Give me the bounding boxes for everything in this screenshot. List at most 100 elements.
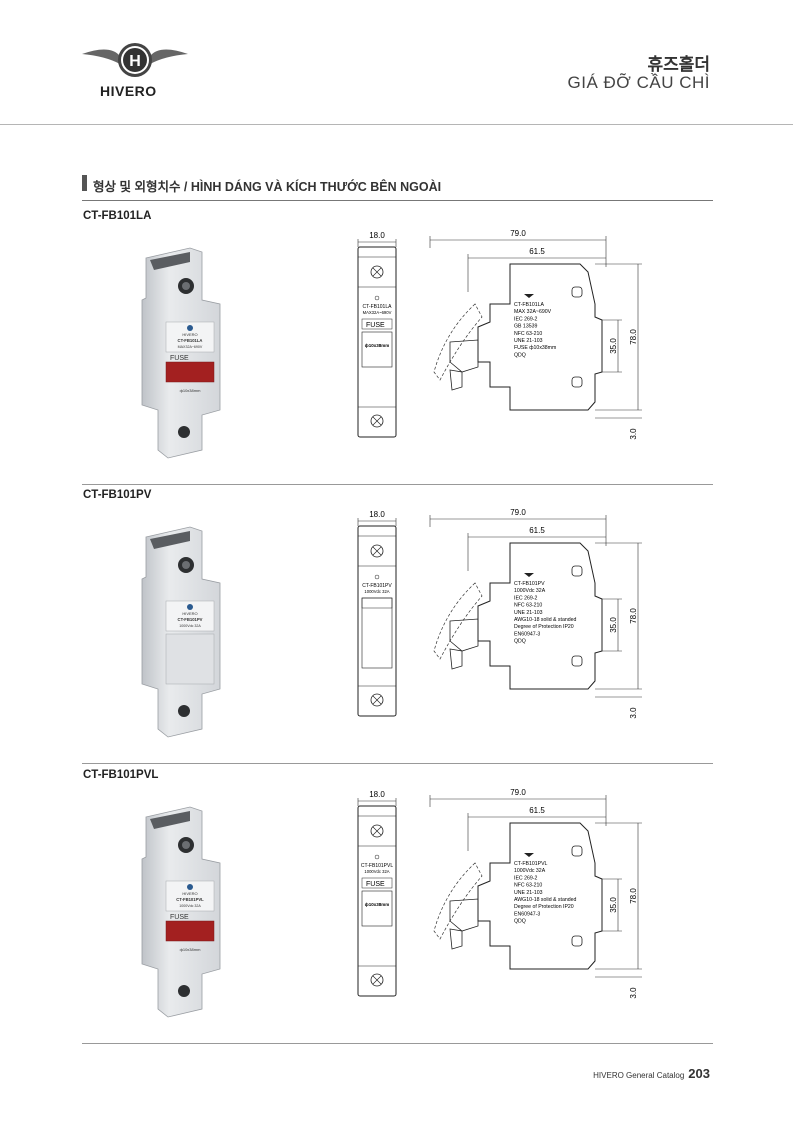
- dim-bottom: 3.0: [629, 707, 638, 719]
- model-name: CT-FB101PVL: [83, 769, 159, 781]
- side-label-line: QDQ: [514, 919, 526, 925]
- side-label-line: IEC 269-2: [514, 316, 537, 322]
- side-label-line: IEC 269-2: [514, 875, 537, 881]
- logo-letter: H: [129, 53, 141, 70]
- fuse-window: [165, 920, 215, 942]
- side-label-line: CT-FB101LA: [514, 302, 545, 308]
- front-fuse: FUSE: [366, 322, 385, 329]
- bottom-screw: [370, 973, 384, 987]
- dimension-drawing: 18.0 CT-FB101PVL 1000Vdc 32A FUSE ф10x38…: [357, 788, 642, 999]
- page-title-ko: 휴즈홀더: [647, 55, 710, 74]
- side-label-line: IEC 269-2: [514, 595, 537, 601]
- dim-height: 78.0: [629, 608, 638, 624]
- dim-depth-total: 79.0: [510, 508, 526, 517]
- dim-depth-inner: 61.5: [529, 247, 545, 256]
- front-label-2: MAX32A~690V: [363, 310, 392, 315]
- product-photo: HIVERO CT-FB101LA MAX32A~690V FUSE ф10x3…: [141, 247, 221, 459]
- dim-depth-inner: 61.5: [529, 526, 545, 535]
- front-fuse: FUSE: [366, 881, 385, 888]
- side-label-line: QDQ: [514, 352, 526, 358]
- fuse-door: [361, 597, 393, 669]
- side-label-line: EN60947-3: [514, 631, 540, 637]
- photo-fuse: FUSE: [170, 914, 189, 921]
- dim-width: 18.0: [369, 231, 385, 240]
- photo-label-1: CT-FB101PVL: [176, 897, 204, 902]
- dim-height: 78.0: [629, 329, 638, 345]
- side-label-line: 1000Vdc 32A: [514, 588, 546, 594]
- top-screw: [370, 544, 384, 558]
- header-divider: [0, 124, 793, 125]
- side-label-line: FUSE ф10x38mm: [514, 345, 556, 351]
- side-label-line: Degree of Protection IP20: [514, 624, 574, 630]
- photo-brand: HIVERO: [182, 611, 197, 616]
- photo-label-2: MAX32A~690V: [178, 345, 203, 349]
- photo-brand: HIVERO: [182, 891, 197, 896]
- photo-size: ф10x38mm: [180, 388, 202, 393]
- side-label-line: EN60947-3: [514, 911, 540, 917]
- section-title: 형상 및 외형치수 / HÌNH DÁNG VÀ KÍCH THƯỚC BÊN …: [93, 180, 442, 194]
- front-label-1: CT-FB101PVL: [361, 863, 393, 869]
- side-label-line: QDQ: [514, 639, 526, 645]
- top-screw: [370, 824, 384, 838]
- catalog-name: HIVERO General Catalog: [593, 1071, 685, 1080]
- photo-brand: HIVERO: [182, 332, 197, 337]
- product-photo: HIVERO CT-FB101PVL 1000Vdc 32A FUSE ф10x…: [141, 806, 221, 1018]
- brand-name: HIVERO: [100, 83, 157, 99]
- block-divider: [82, 763, 713, 764]
- side-label-line: UNE 21-103: [514, 338, 543, 344]
- side-label-line: UNE 21-103: [514, 890, 543, 896]
- section-divider: [82, 200, 713, 201]
- dimension-drawing: 18.0 CT-FB101LA MAX32A~690V FUSE ф10x38m…: [357, 229, 642, 440]
- block-divider: [82, 1043, 713, 1044]
- side-label-line: MAX 32A~690V: [514, 309, 552, 315]
- front-size: ф10x38mm: [365, 342, 389, 348]
- fuse-window: [165, 361, 215, 383]
- side-label-line: UNE 21-103: [514, 610, 543, 616]
- side-label-line: CT-FB101PV: [514, 581, 545, 587]
- product-block-2: CT-FB101PV HIVERO CT-FB101PV 1000Vdc 32A: [0, 489, 793, 769]
- photo-label-2: 1000Vdc 32A: [179, 904, 201, 908]
- bottom-screw: [370, 693, 384, 707]
- fuse-door: [361, 890, 393, 927]
- dimension-drawing: 18.0 CT-FB101PV 1000Vdc 32A 79.0: [357, 508, 642, 719]
- dim-rail: 35.0: [609, 897, 618, 913]
- dim-depth-total: 79.0: [510, 788, 526, 797]
- dim-bottom: 3.0: [629, 428, 638, 440]
- side-label-line: GB 13539: [514, 324, 537, 330]
- side-label-line: 1000Vdc 32A: [514, 868, 546, 874]
- side-label-line: AWG10-18 solid & standed: [514, 897, 576, 903]
- dim-bottom: 3.0: [629, 987, 638, 999]
- dim-width: 18.0: [369, 510, 385, 519]
- model-name: CT-FB101LA: [83, 210, 152, 222]
- dim-depth-total: 79.0: [510, 229, 526, 238]
- page-title-vi: GIÁ ĐỠ CẦU CHÌ: [567, 73, 710, 92]
- block-divider: [82, 484, 713, 485]
- product-photo: HIVERO CT-FB101PV 1000Vdc 32A: [141, 526, 221, 738]
- top-screw: [370, 265, 384, 279]
- dim-height: 78.0: [629, 888, 638, 904]
- front-label-1: CT-FB101PV: [362, 583, 392, 589]
- fuse-cover: [165, 633, 215, 685]
- product-block-3: CT-FB101PVL HIVERO CT-FB101PVL 1000Vdc 3…: [0, 769, 793, 1049]
- dim-rail: 35.0: [609, 617, 618, 633]
- front-label-1: CT-FB101LA: [363, 304, 393, 310]
- photo-label-1: CT-FB101LA: [178, 338, 203, 343]
- page-number: 203: [688, 1066, 710, 1081]
- bottom-screw: [370, 414, 384, 428]
- photo-label-1: CT-FB101PV: [178, 617, 203, 622]
- front-label-2: 1000Vdc 32A: [364, 589, 389, 594]
- side-label-line: NFC 63-210: [514, 883, 542, 889]
- side-label-line: NFC 63-210: [514, 603, 542, 609]
- model-name: CT-FB101PV: [83, 489, 152, 501]
- side-label-line: NFC 63-210: [514, 331, 542, 337]
- side-label-line: Degree of Protection IP20: [514, 904, 574, 910]
- dim-depth-inner: 61.5: [529, 806, 545, 815]
- photo-fuse: FUSE: [170, 355, 189, 362]
- dim-width: 18.0: [369, 790, 385, 799]
- side-label-line: AWG10-18 solid & standed: [514, 617, 576, 623]
- product-block-1: CT-FB101LA HIVERO CT-FB101LA MAX32A~690V…: [0, 210, 793, 490]
